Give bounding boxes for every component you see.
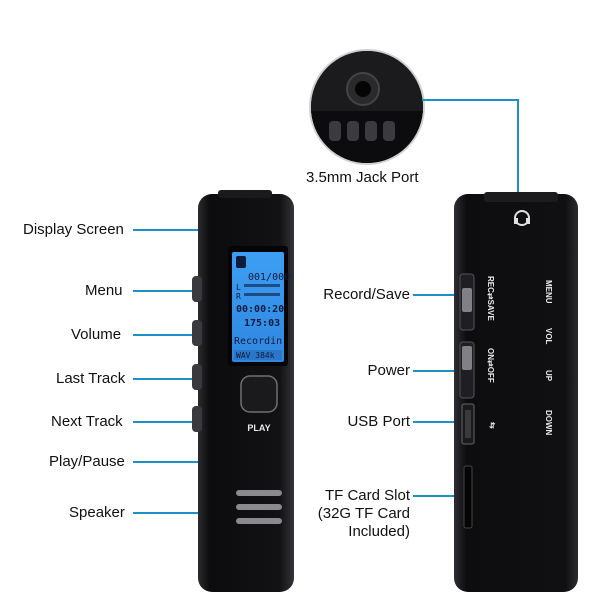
callout-line-jack bbox=[422, 99, 518, 101]
callout-line-volume bbox=[133, 334, 197, 336]
label-usb-port: USB Port bbox=[347, 413, 410, 430]
jack-port-icon bbox=[311, 51, 423, 163]
jack-port-inset bbox=[309, 49, 425, 165]
screen-l: L bbox=[236, 283, 241, 292]
callout-line-play-pause bbox=[133, 461, 261, 463]
side-body bbox=[454, 194, 578, 592]
callout-line-menu bbox=[133, 290, 197, 292]
screen-r: R bbox=[236, 292, 241, 301]
label-volume: Volume bbox=[71, 326, 122, 343]
screen-track: 001/000 bbox=[248, 272, 290, 283]
speaker-grille bbox=[236, 490, 282, 524]
callout-line-last-track bbox=[133, 378, 197, 380]
callout-line-tf-card bbox=[413, 495, 463, 497]
next-track-button bbox=[192, 406, 202, 432]
callout-line-power bbox=[413, 370, 463, 372]
callout-line-display-screen bbox=[133, 229, 248, 231]
last-track-button bbox=[192, 364, 202, 390]
side-label-down: DOWN bbox=[544, 410, 553, 436]
side-label-on-off: ON⇄OFF bbox=[486, 348, 495, 383]
menu-button bbox=[192, 276, 202, 302]
side-label-menu: MENU bbox=[544, 280, 553, 304]
label-next-track: Next Track bbox=[51, 413, 123, 430]
label-speaker: Speaker bbox=[69, 504, 125, 521]
side-label-vol: VOL bbox=[544, 328, 553, 345]
usb-icon: ⇆ bbox=[488, 422, 497, 429]
label-tf-card-line1: TF Card Slot bbox=[324, 487, 410, 504]
side-label-up: UP bbox=[544, 370, 553, 382]
label-tf-card-line3: Included) bbox=[348, 523, 410, 540]
label-record-save: Record/Save bbox=[323, 286, 410, 303]
recorder-side-view: REC⇄SAVE ON⇄OFF ⇆ MENU VOL UP DOWN bbox=[454, 192, 578, 592]
label-menu: Menu bbox=[85, 282, 123, 299]
play-pause-button bbox=[240, 375, 278, 413]
label-tf-card-line2: (32G TF Card bbox=[317, 505, 410, 522]
label-tf-card: TF Card Slot (32G TF Card Included) bbox=[300, 487, 410, 541]
display-screen bbox=[232, 252, 284, 362]
label-display-screen: Display Screen bbox=[23, 221, 124, 238]
screen-total: 175:03 bbox=[244, 318, 280, 329]
play-label: PLAY bbox=[247, 423, 270, 433]
screen-format: WAV 384k bbox=[236, 351, 275, 360]
tf-card-slot bbox=[463, 465, 473, 529]
callout-line-usb bbox=[413, 421, 463, 423]
label-jack-port: 3.5mm Jack Port bbox=[306, 169, 419, 186]
callout-line-record-save bbox=[413, 294, 463, 296]
screen-status: Recordin bbox=[234, 336, 282, 347]
callout-line-next-track bbox=[133, 421, 197, 423]
label-play-pause: Play/Pause bbox=[49, 453, 125, 470]
side-label-rec-save: REC⇄SAVE bbox=[486, 276, 495, 321]
callout-line-speaker bbox=[133, 512, 243, 514]
label-power: Power bbox=[367, 362, 410, 379]
recorder-front-view: 001/000 L R 00:00:20 175:03 Recordin WAV… bbox=[192, 190, 294, 592]
label-last-track: Last Track bbox=[56, 370, 126, 387]
callout-line-jack-v bbox=[517, 99, 519, 194]
screen-time: 00:00:20 bbox=[236, 304, 284, 315]
volume-button bbox=[192, 320, 202, 346]
